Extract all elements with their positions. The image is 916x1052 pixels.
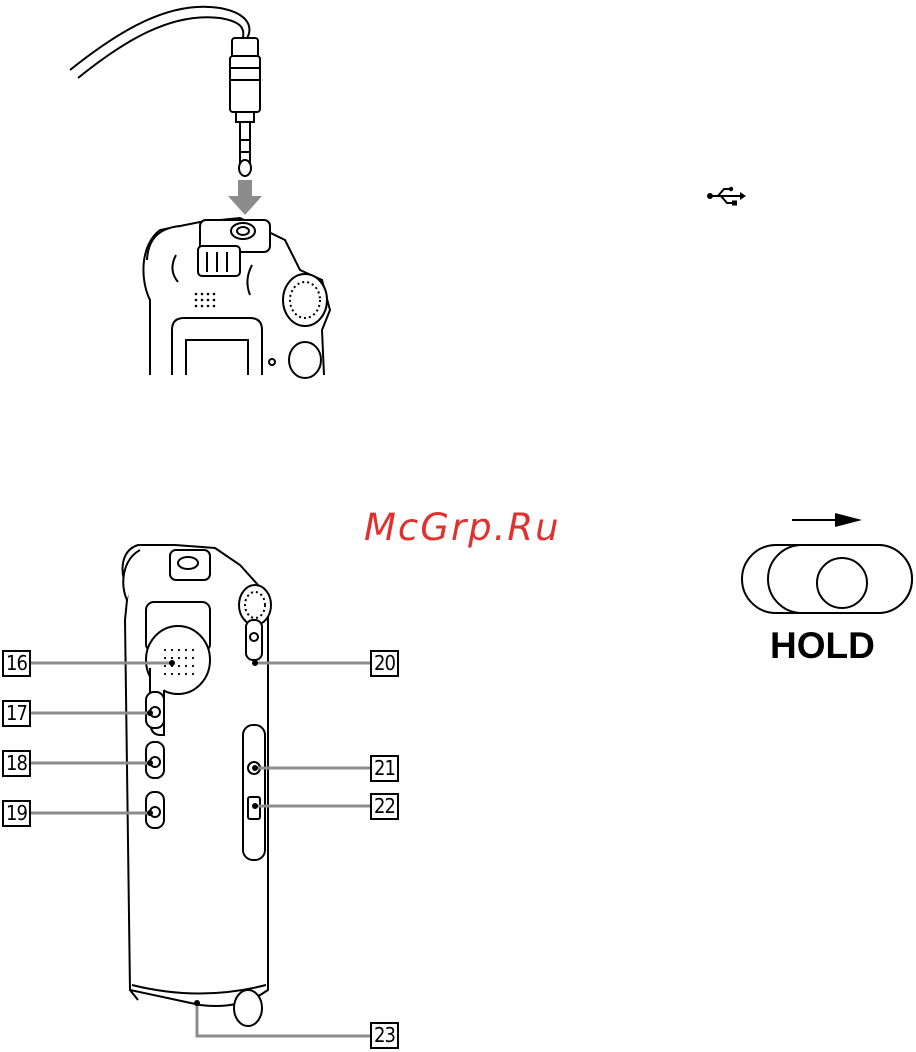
down-arrow-icon	[228, 180, 262, 215]
callout-21: 21	[370, 755, 399, 782]
callout-18: 18	[2, 750, 31, 777]
hold-switch-illustration	[742, 513, 912, 613]
headphone-cable	[70, 7, 249, 78]
callout-23: 23	[370, 1022, 399, 1049]
hold-label: HOLD	[770, 625, 875, 667]
watermark: McGrp.Ru	[364, 506, 561, 549]
recorder-top-view	[143, 218, 330, 378]
usb-icon	[706, 186, 746, 206]
callout-16: 16	[2, 650, 31, 677]
headphone-plug	[230, 38, 260, 176]
callout-19: 19	[2, 800, 31, 827]
callout-17: 17	[2, 700, 31, 727]
recorder-rear-view	[123, 545, 271, 1026]
callout-20: 20	[370, 650, 399, 677]
slide-arrow-icon	[835, 513, 862, 527]
callout-22: 22	[370, 793, 399, 820]
